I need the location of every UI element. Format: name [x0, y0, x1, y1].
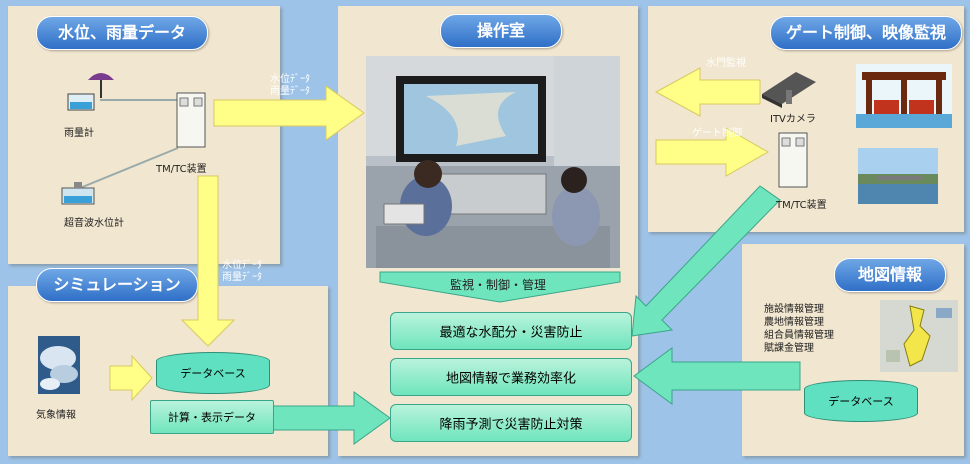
weather-image: [38, 336, 80, 394]
gate-illustration: [856, 64, 952, 128]
itv-camera-label: ITVカメラ: [770, 114, 816, 125]
rain-data-label: 雨量ﾃﾞｰﾀ: [270, 86, 310, 97]
simulation-database: データベース: [156, 352, 270, 394]
control-panel-title: 操作室: [440, 14, 562, 48]
arrow-water-to-control: [213, 85, 365, 141]
water-data-label: 水位ﾃﾞｰﾀ: [270, 74, 310, 85]
gate-tmtc-label: TM/TC装置: [776, 200, 827, 211]
arrow-calc-to-outcome: [271, 391, 391, 445]
weather-label: 気象情報: [36, 410, 76, 421]
gate-tmtc-cabinet-icon: [778, 132, 808, 188]
ultrasonic-sensor-icon: [61, 182, 95, 205]
rain-data-label-2: 雨量ﾃﾞｰﾀ: [222, 272, 262, 283]
calc-display-data-label: 計算・表示データ: [168, 411, 256, 424]
water-lines: [79, 99, 179, 189]
gate-watch-label: 水門監視: [706, 58, 746, 69]
water-panel-title: 水位、雨量データ: [36, 16, 208, 50]
outcome-label-2: 地図情報で業務効率化: [445, 371, 576, 387]
arrow-map-to-outcome: [633, 347, 801, 405]
outcome-label-3: 降雨予測で災害防止対策: [439, 417, 583, 433]
tmtc-cabinet-icon: [176, 92, 206, 148]
simulation-database-label: データベース: [180, 367, 246, 380]
arrow-water-to-db: [180, 175, 236, 347]
monitor-label: 監視・制御・管理: [450, 278, 547, 292]
map-item-4: 賦課金管理: [764, 343, 814, 354]
map-item-2: 農地情報管理: [764, 317, 824, 328]
outcome-label-1: 最適な水配分・災害防止: [439, 325, 583, 341]
outcome-box-1: 最適な水配分・災害防止: [390, 312, 632, 350]
simulation-panel-title: シミュレーション: [36, 268, 198, 302]
calc-display-data: 計算・表示データ: [150, 400, 274, 434]
map-database-label: データベース: [828, 395, 894, 408]
map-panel-title: 地図情報: [834, 258, 946, 292]
arrow-monitor: [379, 271, 621, 303]
gate-control-label: ゲート制御: [692, 128, 742, 139]
ultrasonic-label: 超音波水位計: [64, 218, 124, 229]
outcome-box-2: 地図情報で業務効率化: [390, 358, 632, 396]
arrow-gate-watch: [654, 67, 761, 117]
umbrella-icon: [88, 73, 114, 98]
arrow-weather-to-db: [109, 354, 153, 402]
outcome-box-3: 降雨予測で災害防止対策: [390, 404, 632, 442]
map-item-3: 組合員情報管理: [764, 330, 834, 341]
arrow-gate-control: [655, 127, 770, 177]
map-item-1: 施設情報管理: [764, 304, 824, 315]
water-tmtc-label: TM/TC装置: [156, 164, 207, 175]
rain-gauge-icon: [67, 93, 95, 111]
rain-gauge-label: 雨量計: [64, 128, 94, 139]
river-photo: [858, 148, 938, 204]
control-room-photo: [366, 56, 620, 268]
itv-camera-icon: [762, 72, 816, 108]
water-data-label-2: 水位ﾃﾞｰﾀ: [222, 260, 262, 271]
map-image: [880, 300, 958, 372]
map-database: データベース: [804, 380, 918, 422]
arrow-gate-to-outcome: [631, 185, 781, 337]
gate-panel-title: ゲート制御、映像監視: [770, 16, 962, 50]
